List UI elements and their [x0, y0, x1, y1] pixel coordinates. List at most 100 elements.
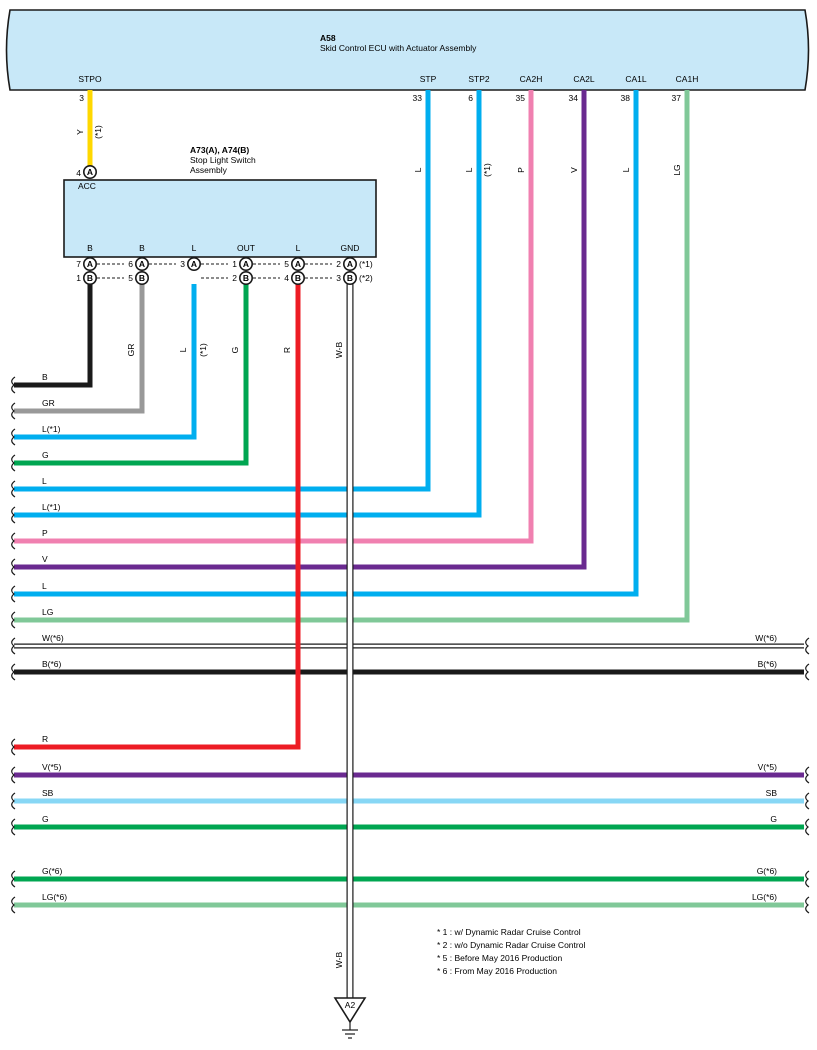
wire-break-mark — [11, 870, 16, 888]
note-line: * 2 : w/o Dynamic Radar Cruise Control — [437, 940, 585, 950]
wire-break-mark — [11, 506, 16, 524]
bus-label-left: L(*1) — [42, 424, 61, 434]
switch-pin-number-a: 1 — [232, 259, 237, 269]
bus-label-left: G(*6) — [42, 866, 62, 876]
switch-pin-number-b: 1 — [76, 273, 81, 283]
switch-pin-label: L — [296, 243, 301, 253]
switch-pin-number-b: 2 — [232, 273, 237, 283]
wire-break-mark — [805, 792, 810, 810]
bus-wire — [14, 90, 431, 492]
notes-block: * 1 : w/ Dynamic Radar Cruise Control * … — [437, 927, 585, 976]
switch-pin-number-b: 5 — [128, 273, 133, 283]
ecu-pin-label: STPO — [78, 74, 102, 84]
bus-label-left: G — [42, 450, 49, 460]
switch-pin-a-letter: A — [243, 259, 249, 269]
switch-code: A73(A), A74(B) — [190, 145, 249, 155]
note-line: * 6 : From May 2016 Production — [437, 966, 557, 976]
switch-pin-a-letter: A — [347, 259, 353, 269]
switch-acc-label: ACC — [78, 181, 96, 191]
ecu-wire-label: L — [464, 167, 474, 172]
gnd-note-b: (*2) — [359, 273, 373, 283]
acc-pin-number: 4 — [76, 168, 81, 178]
wire-break-mark — [11, 766, 16, 784]
bus-label-left: R — [42, 734, 48, 744]
bus-label-right: B(*6) — [758, 659, 778, 669]
wire-break-mark — [11, 376, 16, 394]
switch-pin-b-circle — [239, 270, 254, 285]
wire-break-mark — [805, 818, 810, 836]
note-line: * 1 : w/ Dynamic Radar Cruise Control — [437, 927, 581, 937]
switch-pin-b-circle — [342, 270, 357, 285]
wire-break-mark — [11, 818, 16, 836]
switch-pin-number-a: 5 — [284, 259, 289, 269]
bus-label-left: SB — [42, 788, 54, 798]
wire-break-mark — [805, 870, 810, 888]
ground-wire-label: W-B — [334, 951, 344, 968]
wire-break-mark — [11, 637, 16, 655]
bus-wire — [14, 284, 93, 388]
bus-wire — [14, 284, 145, 414]
bus-label-left: L — [42, 476, 47, 486]
bus-label-left: P — [42, 528, 48, 538]
wire-break-mark — [805, 766, 810, 784]
switch-pin-b-letter: B — [347, 273, 353, 283]
wire-break-mark — [805, 663, 810, 681]
bus-label-right: LG(*6) — [752, 892, 777, 902]
wire-break-mark — [11, 532, 16, 550]
bus-label-left: LG — [42, 607, 53, 617]
bus-wire — [14, 284, 301, 750]
ecu-pin-label: CA2L — [573, 74, 595, 84]
ecu-pin-number: 3 — [79, 93, 84, 103]
switch-pin-b-circle — [83, 270, 98, 285]
wires-layer — [14, 90, 804, 998]
labels-layer: BGRL(*1)GLL(*1)PVLLGW(*6)W(*6)B(*6)B(*6)… — [11, 74, 810, 1039]
ecu-pin-number: 35 — [516, 93, 526, 103]
wire-break-mark — [11, 792, 16, 810]
ecu-pin-number: 6 — [468, 93, 473, 103]
bus-label-left: G — [42, 814, 49, 824]
ecu-pin-label: STP2 — [468, 74, 490, 84]
ecu-pin-label: CA1L — [625, 74, 647, 84]
switch-wire-label: R — [282, 347, 292, 353]
ecu-wire-note: (*1) — [93, 125, 103, 139]
ecu-wire-label: L — [413, 167, 423, 172]
bus-wire — [14, 90, 534, 544]
switch-pin-number-a: 6 — [128, 259, 133, 269]
ecu-wire-label: L — [621, 167, 631, 172]
bus-wire — [14, 90, 639, 597]
ecu-code: A58 — [320, 33, 336, 43]
switch-pin-a-circle — [239, 256, 254, 271]
bus-label-right: SB — [766, 788, 778, 798]
bus-wire — [14, 284, 197, 440]
bus-label-left: L(*1) — [42, 502, 61, 512]
gnd-note-a: (*1) — [359, 259, 373, 269]
bus-label-right: G(*6) — [757, 866, 777, 876]
switch-pin-a-circle — [342, 256, 357, 271]
switch-name-line1: Stop Light Switch — [190, 155, 256, 165]
switch-pin-label: B — [87, 243, 93, 253]
switch-pin-number-b: 3 — [336, 273, 341, 283]
bus-label-right: V(*5) — [758, 762, 778, 772]
ecu-wire-label: LG — [672, 164, 682, 175]
bus-label-left: W(*6) — [42, 633, 64, 643]
switch-pin-a-letter: A — [87, 259, 93, 269]
wire-break-mark — [11, 402, 16, 420]
wire-break-mark — [805, 637, 810, 655]
switch-wire-label: W-B — [334, 341, 344, 358]
ecu-box — [5, 9, 810, 91]
bus-label-left: V(*5) — [42, 762, 62, 772]
ecu-pin-label: CA1H — [676, 74, 699, 84]
ecu-wire-note: (*1) — [482, 163, 492, 177]
switch-wire-note: (*1) — [198, 343, 208, 357]
ecu-wire-label: Y — [75, 129, 85, 135]
switch-pin-b-letter: B — [139, 273, 145, 283]
switch-pin-a-letter: A — [191, 259, 197, 269]
switch-pin-label: GND — [341, 243, 360, 253]
wire-break-mark — [11, 428, 16, 446]
wire-break-mark — [11, 663, 16, 681]
switch-pin-a-circle — [135, 256, 150, 271]
ecu-wire-label: P — [516, 167, 526, 173]
ground-code: A2 — [345, 1000, 356, 1010]
acc-pin-circle — [83, 165, 98, 180]
wire-break-mark — [11, 454, 16, 472]
